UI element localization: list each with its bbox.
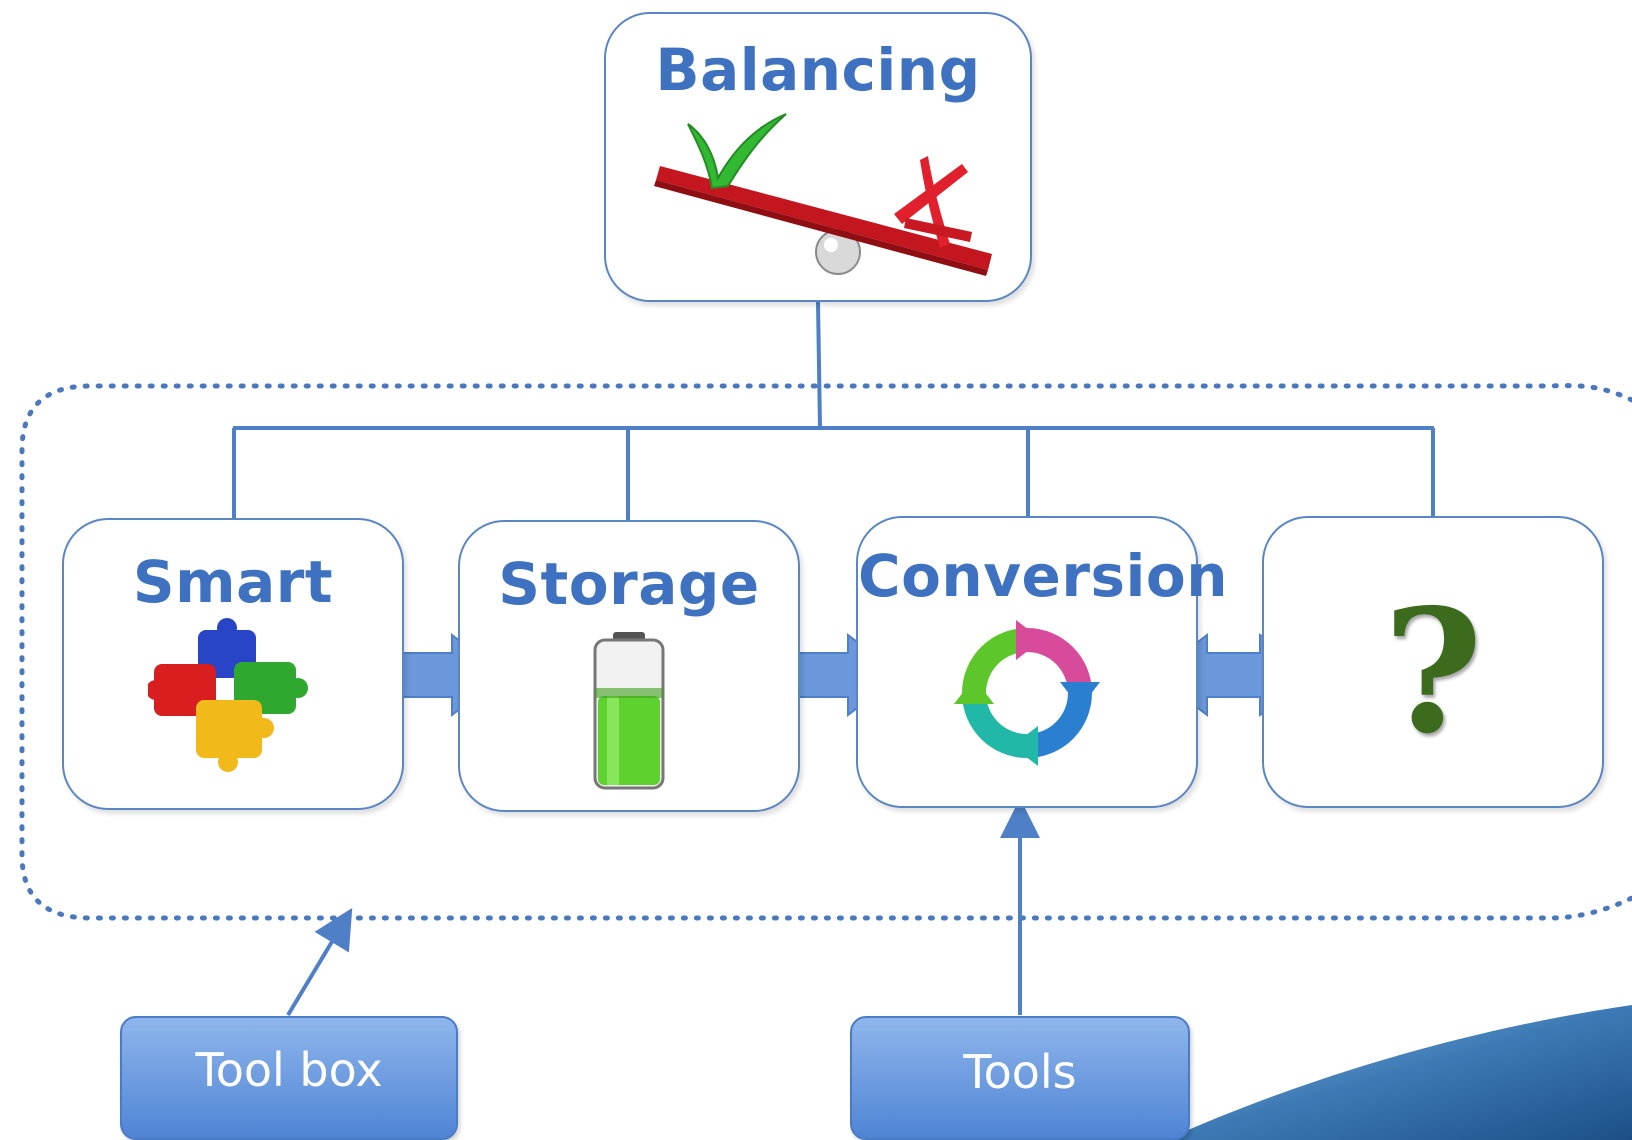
cycle-arrows-icon [954,620,1100,766]
toolbox-pointer-arrow [286,907,353,1017]
puzzle-pieces-icon [148,618,308,772]
balancing-title: Balancing [655,36,981,104]
tool-node-conversion[interactable]: Conversion [856,516,1228,808]
background-swoosh [1165,1005,1632,1140]
question-mark-icon: ? [1383,572,1483,772]
toolbox-boundary [19,383,1632,921]
balancing-node[interactable]: Balancing [604,12,1032,302]
battery-icon [593,632,665,790]
tool-node-storage[interactable]: Storage [458,520,800,812]
tools-label-button[interactable]: Tools [850,1016,1190,1140]
tool-title-storage: Storage [498,550,760,618]
tool-node-unknown[interactable]: ? [1262,516,1604,808]
tool-title-smart: Smart [132,548,334,616]
toolbox-label-button[interactable]: Tool box [120,1016,458,1140]
seesaw-check-cross-icon [654,113,992,276]
tool-node-smart[interactable]: Smart [62,518,404,810]
tree-connectors [232,301,1435,520]
tool-title-conversion: Conversion [858,542,1228,610]
